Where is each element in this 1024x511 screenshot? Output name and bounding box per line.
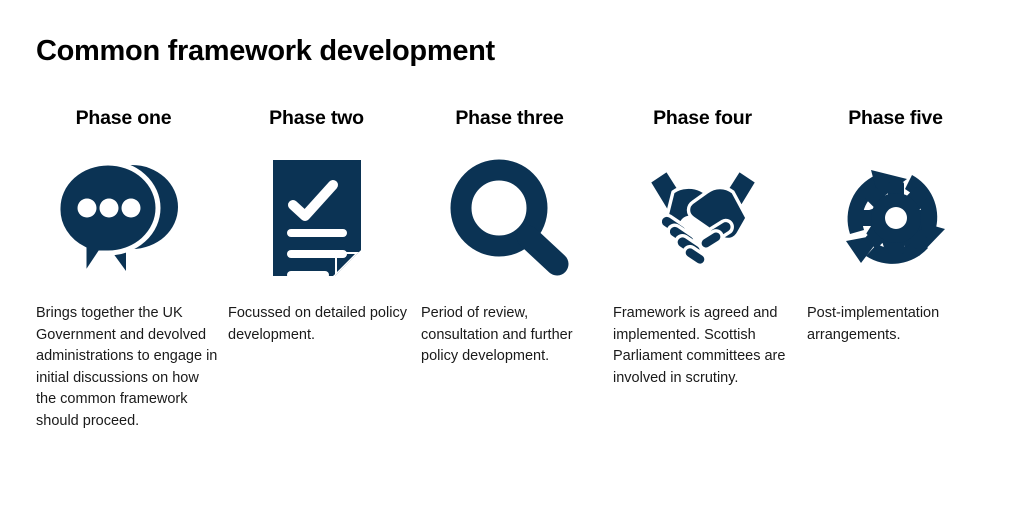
phase-heading: Phase one	[75, 107, 172, 129]
phase-column-one: Phase one Brings together t	[27, 105, 220, 432]
phase-description: Focussed on detailed policy development.	[228, 305, 407, 343]
phase-description: Post-implementation arrangements.	[807, 305, 940, 343]
phase-description: Period of review, consultation and furth…	[421, 305, 573, 364]
handshake-icon	[606, 153, 799, 283]
recycle-gear-icon	[799, 153, 992, 283]
magnifying-glass-icon	[413, 153, 606, 283]
page-title: Common framework development	[36, 35, 495, 67]
phase-column-four: Phase four	[606, 105, 799, 389]
document-checklist-icon	[220, 153, 413, 283]
speech-bubbles-icon	[27, 153, 220, 283]
phase-description: Brings together the UK Government and de…	[36, 305, 218, 429]
phase-heading: Phase two	[269, 107, 364, 129]
phase-heading: Phase five	[848, 107, 943, 129]
phase-column-three: Phase three Period of review, consultati…	[413, 105, 606, 368]
phase-description: Framework is agreed and implemented. Sco…	[613, 305, 786, 386]
phase-heading: Phase three	[455, 107, 564, 129]
phase-column-two: Phase two Focussed on detailed policy de…	[220, 105, 413, 346]
phase-column-five: Phase five	[799, 105, 992, 346]
phase-columns: Phase one Brings together t	[27, 105, 997, 432]
phase-heading: Phase four	[653, 107, 752, 129]
